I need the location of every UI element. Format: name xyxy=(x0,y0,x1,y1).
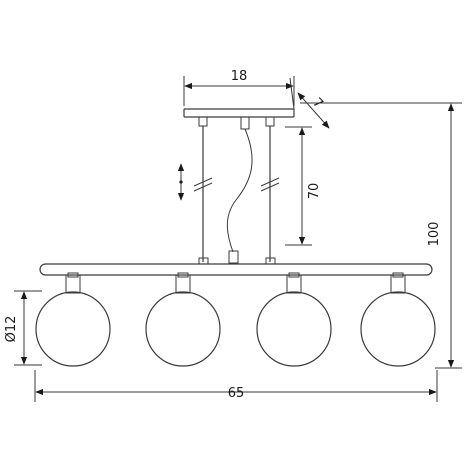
suspension-rods xyxy=(193,126,280,262)
globe-holder xyxy=(390,274,406,294)
globe-shade xyxy=(256,291,332,367)
adjustable-length-icon xyxy=(177,163,185,201)
globe-cap xyxy=(288,272,300,278)
suspension-height-label: 70 xyxy=(307,183,322,200)
cable-connector xyxy=(228,250,239,264)
globe-holder xyxy=(175,274,191,294)
total-width-label: 65 xyxy=(228,386,245,401)
globe-cap xyxy=(67,272,79,278)
canopy-width-label: 18 xyxy=(231,69,248,84)
dimension-globe-diameter: Ø12 xyxy=(4,290,42,366)
globe-shade xyxy=(360,291,436,367)
globe-holder xyxy=(65,274,81,294)
globe-cap xyxy=(392,272,404,278)
power-cable xyxy=(226,128,253,253)
total-height-label: 100 xyxy=(427,222,442,247)
globe-holder xyxy=(286,274,302,294)
globe-shade xyxy=(35,291,111,367)
dimension-suspension-height: 70 xyxy=(285,126,322,246)
dimension-total-height: 100 xyxy=(300,102,462,369)
dimension-canopy-width: 18 xyxy=(183,69,295,106)
globe-diameter-label: Ø12 xyxy=(4,316,19,343)
globe-shade xyxy=(145,291,221,367)
globe-shades xyxy=(35,272,436,367)
ceiling-canopy xyxy=(183,108,295,130)
lamp-bar xyxy=(39,257,433,276)
canopy-depth-label: 7 xyxy=(309,95,325,111)
globe-cap xyxy=(177,272,189,278)
dimension-total-width: 65 xyxy=(34,370,438,402)
